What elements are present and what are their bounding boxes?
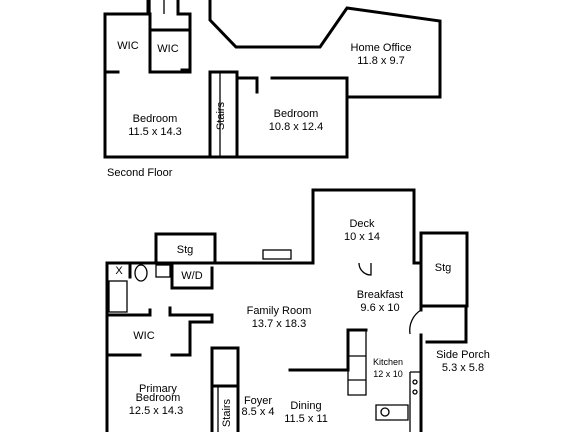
room-dims-deck: 10 x 14 [344, 231, 380, 243]
second-floor [103, 0, 442, 159]
room-dims-bedroom-a: 11.5 x 14.3 [128, 126, 182, 138]
room-label-stairs-first: Stairs [221, 398, 233, 427]
second-floor-top-wall [103, 0, 192, 16]
bath-partition [105, 261, 214, 317]
bedroom-partition [188, 18, 349, 159]
room-label-kitchen: Kitchen [373, 357, 403, 367]
room-dims-breakfast: 9.6 x 10 [360, 302, 399, 314]
room-label-stg-b: Stg [435, 262, 452, 274]
room-label-primary-bedroom-1: Primary [139, 383, 177, 395]
door-swing [409, 309, 422, 335]
room-label-wic-a: WIC [117, 40, 138, 52]
room-dims-dining: 11.5 x 11 [284, 413, 328, 425]
room-label-home-office: Home Office [351, 42, 412, 54]
room-label-foyer: Foyer [244, 395, 272, 407]
room-label-deck: Deck [349, 218, 375, 230]
kitchen-counter [347, 330, 367, 396]
stove-burner [412, 389, 418, 395]
wic-first-partition [105, 306, 214, 357]
room-dims-foyer: 8.5 x 4 [241, 406, 274, 418]
room-dims-primary-bedroom: 12.5 x 14.3 [129, 405, 183, 417]
room-label-primary-bedroom-2: Bedroom [136, 392, 181, 404]
first-floor [105, 188, 469, 432]
room-label-x: X [115, 265, 123, 277]
room-dims-family-room: 13.7 x 18.3 [252, 318, 306, 330]
sink-kitchen-fixture [380, 407, 390, 417]
foyer-partition [210, 346, 240, 432]
side-porch-outline [419, 304, 468, 344]
stove-burner [412, 379, 418, 385]
kitchen-side-counter [409, 371, 422, 432]
sink-fixture [155, 264, 171, 278]
room-label-breakfast: Breakfast [357, 289, 403, 301]
toilet-fixture [134, 264, 148, 282]
tub-fixture [108, 280, 128, 313]
room-label-dining: Dining [290, 400, 321, 412]
room-label-bedroom-b: Bedroom [274, 108, 319, 120]
vent-fixture [262, 249, 292, 260]
room-label-wd: W/D [181, 270, 202, 282]
kitchen-back-counter [375, 404, 409, 421]
room-label-wic-first: WIC [133, 330, 154, 342]
room-label-stairs-second: Stairs [215, 101, 227, 130]
dining-partition [288, 328, 368, 372]
door-swing [358, 262, 372, 276]
room-label-bedroom-a: Bedroom [133, 113, 178, 125]
floor-caption-second: Second Floor [107, 167, 173, 179]
room-label-family-room: Family Room [247, 305, 312, 317]
room-dims-home-office: 11.8 x 9.7 [357, 55, 405, 67]
room-dims-side-porch: 5.3 x 5.8 [442, 362, 484, 374]
room-label-side-porch: Side Porch [436, 349, 490, 361]
room-dims-kitchen: 12 x 10 [373, 369, 403, 379]
second-floor-outline [103, 0, 442, 159]
room-dims-bedroom-b: 10.8 x 12.4 [269, 121, 323, 133]
room-label-wic-b: WIC [157, 43, 178, 55]
room-label-stg-a: Stg [177, 244, 194, 256]
bath-fixture [149, 0, 165, 14]
deck-room [311, 188, 416, 263]
